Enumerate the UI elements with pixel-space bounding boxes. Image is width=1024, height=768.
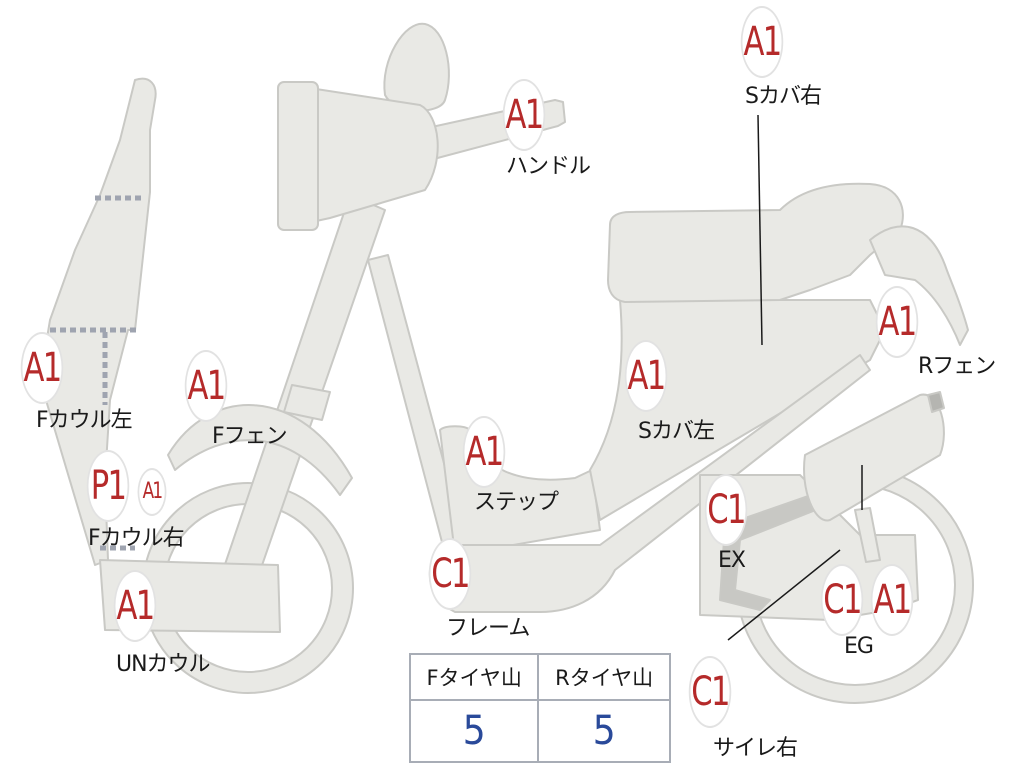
part-label-handle: ハンドル: [506, 154, 591, 179]
grade-badge-s-cover-right: A1: [740, 6, 784, 78]
part-label-un-cowl: UNカウル: [116, 652, 211, 677]
part-label-f-cowl-left: Fカウル左: [36, 408, 133, 433]
headlight-body: [289, 84, 439, 226]
part-label-engine: EG: [844, 634, 874, 659]
part-label-s-cover-left: Sカバ左: [638, 419, 715, 444]
grade-badge-frame: C1: [428, 538, 472, 610]
headlight-lens: [277, 81, 319, 231]
grade-badge-engine-sub: A1: [870, 564, 914, 636]
grade-badge-step: A1: [462, 416, 506, 488]
part-label-step: ステップ: [474, 490, 559, 515]
grade-badge-f-cowl-left: A1: [20, 332, 64, 404]
mirror: [383, 22, 450, 112]
tire-tread-table: Fタイヤ山 Rタイヤ山 5 5: [408, 653, 671, 763]
grade-badge-exhaust: C1: [704, 474, 748, 546]
rear-tire-value: 5: [537, 699, 671, 763]
leader-s-cover-right: [757, 114, 763, 346]
part-label-frame: フレーム: [446, 616, 530, 641]
part-label-s-cover-right: Sカバ右: [745, 84, 822, 109]
silencer-tip: [927, 391, 945, 413]
grade-badge-s-cover-left: A1: [624, 340, 668, 412]
grade-badge-r-fender: A1: [875, 286, 919, 358]
part-label-f-fender: Fフェン: [212, 424, 288, 449]
grade-badge-engine: C1: [820, 564, 864, 636]
tire-table-header-row: Fタイヤ山 Rタイヤ山: [408, 653, 671, 701]
grade-badge-un-cowl: A1: [113, 570, 157, 642]
leader-silencer: [727, 549, 841, 641]
part-label-exhaust: EX: [718, 548, 746, 573]
grade-badge-f-fender: A1: [184, 350, 228, 422]
front-tire-header: Fタイヤ山: [408, 653, 540, 701]
rear-shock: [854, 507, 881, 563]
part-label-r-fender: Rフェン: [918, 354, 996, 379]
front-tire-value: 5: [408, 699, 540, 763]
part-label-silencer-right: サイレ右: [713, 736, 798, 761]
part-label-f-cowl-right: Fカウル右: [88, 526, 185, 551]
grade-badge-f-cowl-right-sub: A1: [137, 468, 167, 516]
grade-badge-silencer-right: C1: [688, 656, 732, 728]
fork-clamp: [283, 384, 331, 421]
grade-badge-f-cowl-right: P1: [86, 450, 130, 522]
rear-fender: [869, 225, 969, 346]
grade-badge-handle: A1: [502, 79, 546, 151]
rear-tire-header: Rタイヤ山: [537, 653, 671, 701]
seat: [607, 182, 904, 303]
tire-table-value-row: 5 5: [408, 699, 671, 763]
